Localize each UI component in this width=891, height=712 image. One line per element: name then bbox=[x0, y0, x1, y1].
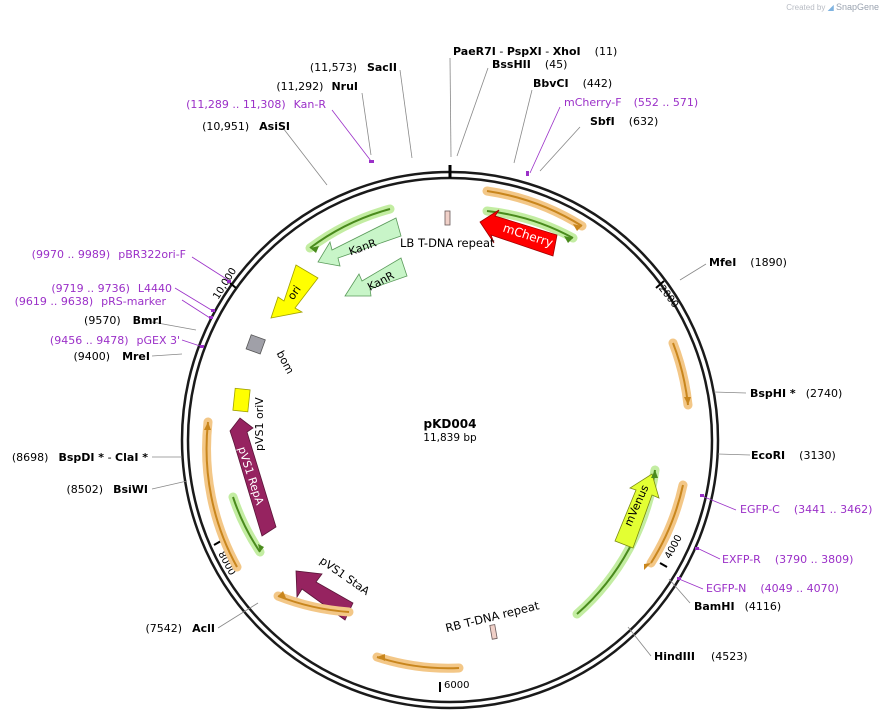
primer-mcherry-f[interactable]: mCherry-F(552 .. 571) bbox=[564, 96, 698, 109]
pvs1-oriv-feature[interactable] bbox=[232, 387, 251, 413]
primer-l4440[interactable]: (9719 .. 9736)L4440 bbox=[51, 282, 172, 295]
kanr-label-1: KanR bbox=[347, 236, 378, 258]
tick-4000 bbox=[659, 562, 668, 568]
orf-top-right-line bbox=[486, 190, 583, 227]
bom-feature[interactable] bbox=[245, 334, 266, 355]
orf-right-lower-line bbox=[650, 484, 684, 564]
primer-egfp-n[interactable]: EGFP-N(4049 .. 4070) bbox=[706, 582, 839, 595]
site-labels: PaeR7I - PspXI - XhoI(11) BssHII(45) Bbv… bbox=[12, 45, 842, 663]
site-bspdi[interactable]: (8698)BspDI * - ClaI * bbox=[12, 451, 148, 464]
site-asisi[interactable]: (10,951)AsiSI bbox=[202, 120, 290, 133]
orf-left-line bbox=[205, 421, 238, 568]
pvs1-repa-feature[interactable] bbox=[229, 417, 277, 537]
green-arrowheads bbox=[258, 236, 658, 552]
site-ecori[interactable]: EcoRI(3130) bbox=[751, 449, 836, 462]
tick-2000 bbox=[655, 280, 665, 289]
orf-arrowheads bbox=[204, 224, 691, 661]
primer-kan-r[interactable]: (11,289 .. 11,308)Kan-R bbox=[186, 98, 326, 111]
mvenus-feature[interactable] bbox=[614, 473, 660, 549]
lb-tdna-repeat-label: LB T-DNA repeat bbox=[400, 236, 495, 250]
site-sacii[interactable]: (11,573)SacII bbox=[310, 61, 397, 74]
primer-pgex3[interactable]: (9456 .. 9478)pGEX 3' bbox=[50, 334, 180, 347]
kanr-feature-1[interactable] bbox=[317, 217, 402, 267]
site-bsshii[interactable]: BssHII(45) bbox=[492, 58, 567, 71]
site-bmri[interactable]: (9570)BmrI bbox=[84, 314, 162, 327]
site-hindiii[interactable]: HindIII(4523) bbox=[654, 650, 748, 663]
orf-right-bar bbox=[668, 338, 693, 410]
tick-label-6000: 6000 bbox=[444, 680, 469, 691]
ori-feature[interactable] bbox=[270, 264, 319, 319]
lb-tdna-repeat-feature[interactable] bbox=[444, 210, 451, 226]
primer-exfp-r[interactable]: EXFP-R(3790 .. 3809) bbox=[722, 553, 853, 566]
site-bsphi[interactable]: BspHI *(2740) bbox=[750, 387, 842, 400]
primer-prs-marker[interactable]: (9619 .. 9638)pRS-marker bbox=[15, 295, 167, 308]
mcherry-feature[interactable] bbox=[479, 209, 558, 257]
leader-lines bbox=[151, 57, 751, 657]
tick-10000 bbox=[229, 282, 237, 289]
kanr-feature-2[interactable] bbox=[344, 257, 408, 297]
snapgene-credit: Created by ◢ SnapGene bbox=[786, 2, 879, 12]
tick-label-10000: 10,000 bbox=[211, 266, 239, 302]
site-acli[interactable]: (7542)AclI bbox=[146, 622, 215, 635]
site-bamhi[interactable]: BamHI(4116) bbox=[694, 600, 781, 613]
site-sbfi[interactable]: SbfI(632) bbox=[590, 115, 658, 128]
green-top-right-line bbox=[486, 210, 574, 239]
primer-leader-lines bbox=[174, 106, 737, 590]
site-mrei[interactable]: (9400)MreI bbox=[73, 350, 150, 363]
orf-bottom-left-line bbox=[277, 595, 350, 613]
site-bbvci[interactable]: BbvCI(442) bbox=[533, 77, 612, 90]
primer-pbr322ori-f[interactable]: (9970 .. 9989)pBR322ori-F bbox=[32, 248, 186, 261]
site-paer7i[interactable]: PaeR7I - PspXI - XhoI(11) bbox=[453, 45, 617, 58]
tick-8000 bbox=[213, 540, 222, 546]
plasmid-name: pKD004 bbox=[424, 417, 477, 431]
site-bsiwi[interactable]: (8502)BsiWI bbox=[66, 483, 148, 496]
green-left-line bbox=[232, 496, 261, 553]
primer-marks bbox=[200, 160, 704, 580]
pvs1-oriv-label: pVS1 oriV bbox=[253, 397, 266, 451]
rb-tdna-repeat-feature[interactable] bbox=[489, 624, 498, 640]
primer-egfp-c[interactable]: EGFP-C(3441 .. 3462) bbox=[740, 503, 872, 516]
bom-label: bom bbox=[274, 348, 297, 376]
primer-labels: mCherry-F(552 .. 571) EGFP-C(3441 .. 346… bbox=[15, 96, 873, 595]
credit-prefix: Created by bbox=[786, 3, 826, 12]
kanr-outer-green-line bbox=[309, 208, 391, 249]
snapgene-logo-icon: ◢ bbox=[827, 3, 834, 12]
plasmid-length: 11,839 bp bbox=[423, 432, 477, 444]
credit-brand: SnapGene bbox=[835, 2, 879, 12]
site-mfei[interactable]: MfeI(1890) bbox=[709, 256, 787, 269]
site-nrui[interactable]: (11,292)NruI bbox=[276, 80, 358, 93]
